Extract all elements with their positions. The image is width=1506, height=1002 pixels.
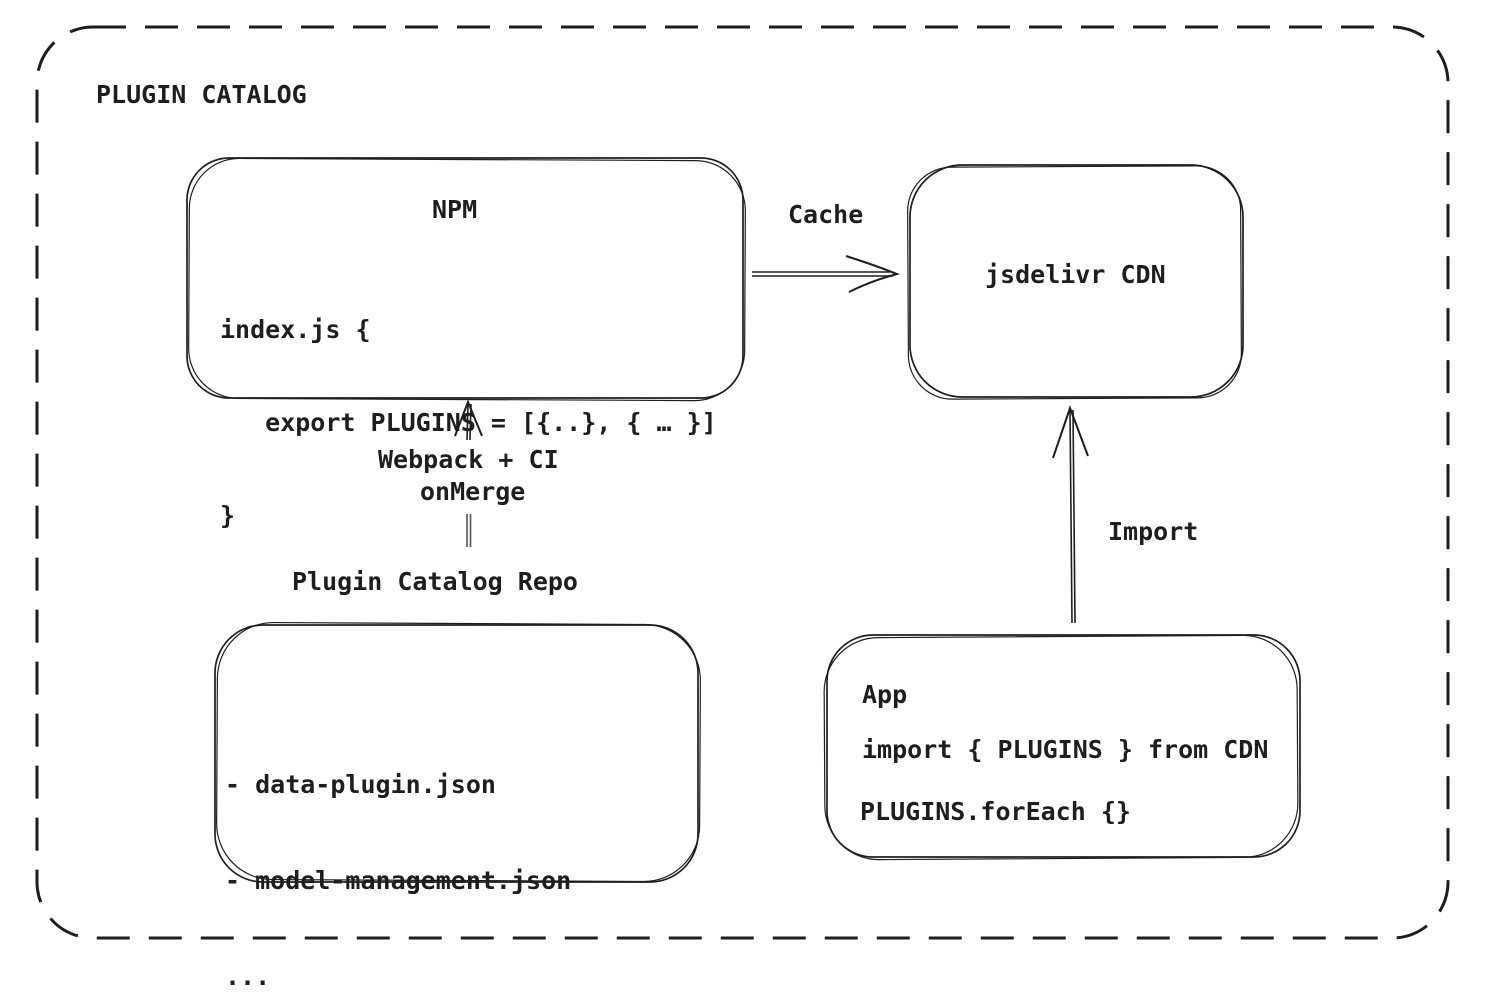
npm-code-line-1: index.js { bbox=[220, 315, 371, 344]
build-edge-label-line2: onMerge bbox=[420, 477, 526, 506]
npm-code-line-2: export PLUGINS = [{..}, { … }] bbox=[220, 408, 717, 437]
import-edge-label: Import bbox=[1108, 517, 1199, 546]
cdn-node-shape bbox=[907, 165, 1243, 399]
cache-edge-label: Cache bbox=[788, 200, 864, 229]
diagram-title: PLUGIN CATALOG bbox=[96, 80, 307, 109]
build-edge-label-line1: Webpack + CI bbox=[378, 445, 559, 474]
repo-file-item-1: - data-plugin.json bbox=[225, 770, 496, 799]
cdn-node-label: jsdelivr CDN bbox=[985, 260, 1166, 289]
build-arrow-tail-segment bbox=[467, 514, 471, 547]
app-node-title: App bbox=[862, 680, 908, 709]
repo-file-item-3: ... bbox=[225, 962, 271, 991]
app-foreach-line: PLUGINS.forEach {} bbox=[860, 797, 1131, 826]
repo-file-item-2: - model-management.json bbox=[225, 866, 572, 895]
build-arrow bbox=[455, 402, 482, 440]
npm-node-title: NPM bbox=[432, 195, 478, 224]
app-node-shape bbox=[824, 635, 1300, 860]
repo-file-list: - data-plugin.json - model-management.js… bbox=[225, 705, 571, 1002]
import-arrow bbox=[1053, 408, 1088, 623]
plugin-catalog-boundary bbox=[37, 27, 1448, 938]
repo-node-shape bbox=[215, 622, 701, 882]
npm-code-block: index.js { export PLUGINS = [{..}, { … }… bbox=[220, 252, 717, 593]
cache-arrow bbox=[752, 256, 897, 292]
app-import-line: import { PLUGINS } from CDN bbox=[862, 735, 1269, 764]
npm-node-shape bbox=[187, 158, 746, 401]
repo-node-title: Plugin Catalog Repo bbox=[292, 567, 578, 596]
npm-code-line-3: } bbox=[220, 501, 236, 530]
